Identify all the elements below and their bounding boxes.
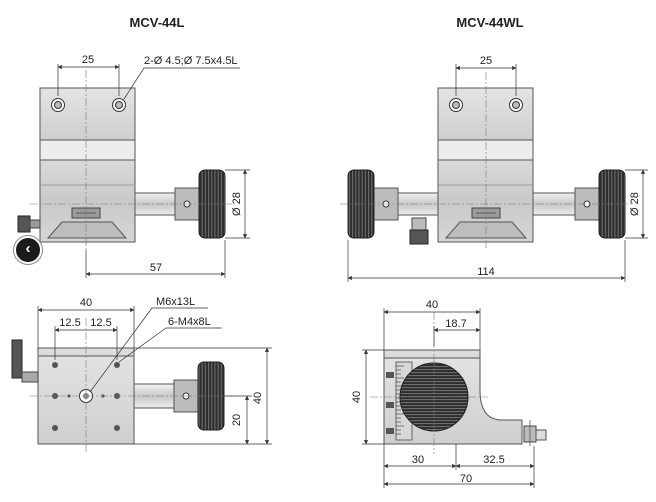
view-mcv-44wl-top: 25 Ø 28 114	[340, 55, 648, 282]
label-tapped-large: M6x13L	[156, 296, 195, 308]
dovetail-guide	[46, 221, 128, 239]
mount-hole-right	[112, 98, 126, 112]
wl-mount-hole-right	[509, 98, 523, 112]
title-mcv-44wl: MCV-44WL	[456, 15, 523, 30]
lock-screw-left	[17, 215, 31, 233]
dim-l-bot-half-a: 12.5	[59, 317, 80, 329]
wl-mount-hole-left	[449, 98, 463, 112]
dim-l-bot-half-b: 12.5	[90, 317, 111, 329]
view-mcv-44wl-side: 40 18.7 40 30 32.5 70	[351, 299, 547, 488]
dim-l-top-dia: Ø 28	[231, 192, 243, 216]
previous-arrow-button[interactable]: ‹	[14, 236, 42, 264]
view-mcv-44l-side: 40 12.5 12.5 M6x13L 6-M4x8L 20 40	[11, 296, 272, 452]
dim-wl-bot-seg-a: 30	[412, 454, 424, 466]
dim-wl-bot-total: 70	[460, 473, 472, 485]
dim-l-bot-width: 40	[80, 297, 92, 309]
bracket-plate	[39, 87, 136, 141]
l-side-lock-screw	[21, 371, 39, 383]
dim-wl-top-width: 114	[477, 266, 495, 278]
view-mcv-44l-top: 25 2-Ø 4.5;Ø 7.5x4.5L Ø 28 57	[17, 54, 250, 278]
dim-wl-bot-height: 40	[351, 391, 363, 403]
feed-shaft	[134, 192, 176, 216]
tapped-hole	[52, 425, 58, 431]
tapped-hole	[52, 362, 58, 368]
wl-bracket-plate	[437, 87, 534, 141]
dim-l-bot-height-inner: 20	[231, 414, 243, 426]
dim-wl-bot-offset: 18.7	[445, 318, 466, 330]
mount-hole-left	[51, 98, 65, 112]
dim-l-bot-height: 40	[252, 392, 264, 404]
dim-l-top-pitch: 25	[82, 54, 94, 66]
dim-l-top-width: 57	[150, 262, 162, 274]
label-tapped-small: 6-M4x8L	[168, 316, 211, 328]
label-hole-spec: 2-Ø 4.5;Ø 7.5x4.5L	[144, 55, 238, 67]
wl-lock-screw	[409, 229, 429, 245]
dim-wl-bot-seg-b: 32.5	[483, 454, 504, 466]
dim-wl-top-pitch: 25	[480, 55, 492, 67]
dim-wl-top-dia: Ø 28	[629, 192, 641, 216]
tapped-hole	[114, 362, 120, 368]
tapped-hole	[114, 425, 120, 431]
dim-wl-bot-width: 40	[426, 299, 438, 311]
title-mcv-44l: MCV-44L	[130, 15, 185, 30]
